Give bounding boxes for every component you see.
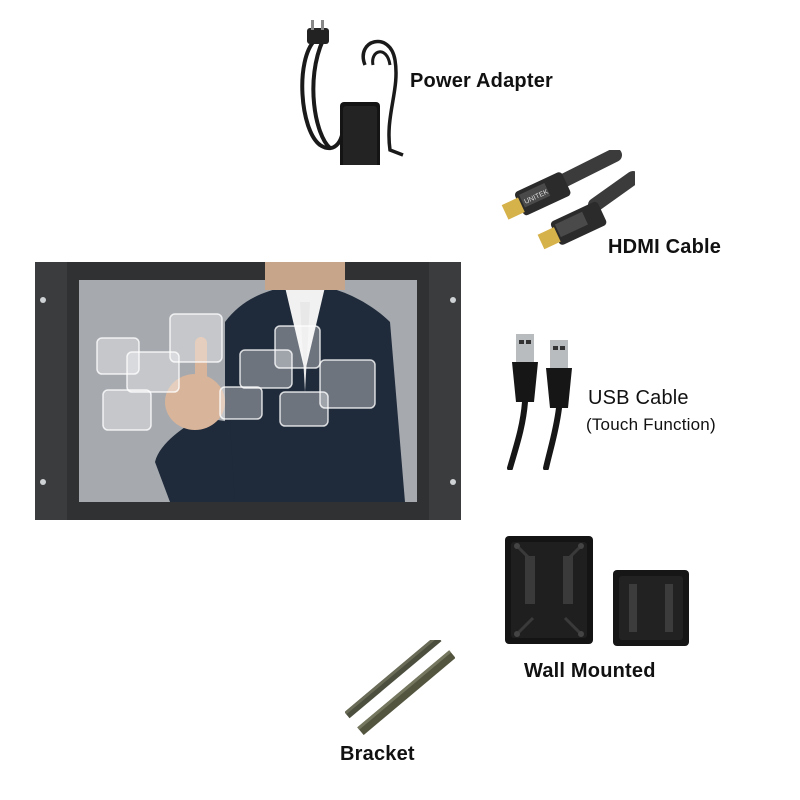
wall-mount-label: Wall Mounted <box>524 660 656 682</box>
power-adapter-label: Power Adapter <box>410 70 554 92</box>
hdmi-cable-label: HDMI Cable <box>608 236 722 258</box>
monitor-image <box>35 262 461 520</box>
bracket-label: Bracket <box>340 743 415 765</box>
usb-cable-image <box>498 332 586 470</box>
usb-cable-label: USB Cable <box>588 387 689 409</box>
power-adapter-image <box>295 20 410 165</box>
usb-cable-sublabel: (Touch Function) <box>586 415 716 434</box>
wall-mount-image <box>503 532 693 650</box>
bracket-image <box>345 640 455 735</box>
hdmi-cable-image: UNITEK <box>495 150 635 260</box>
